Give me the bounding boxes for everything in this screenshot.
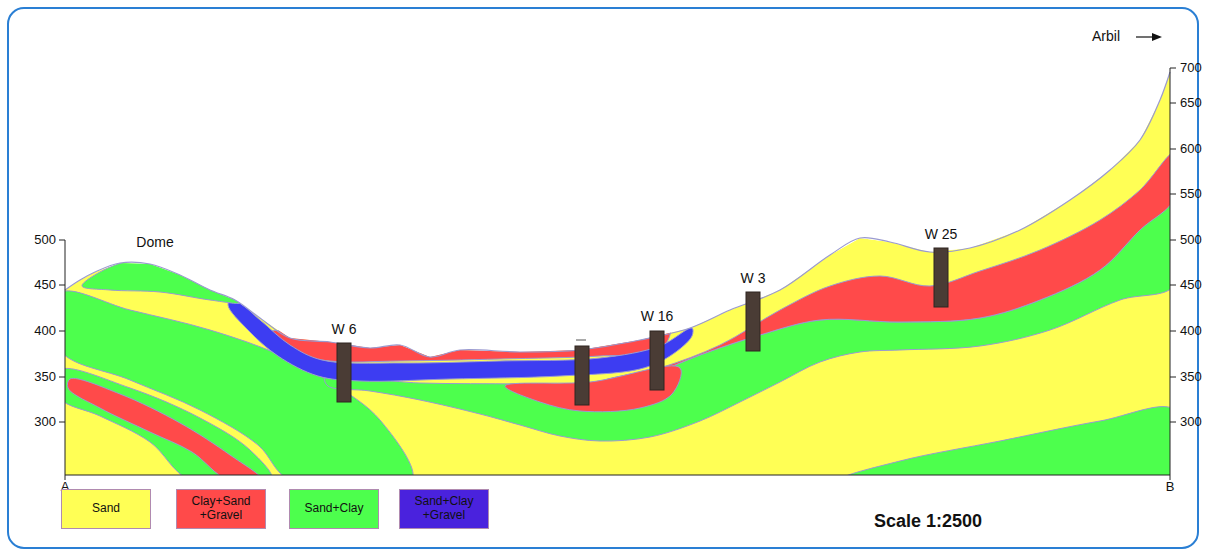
- direction-arrow: [1136, 36, 1154, 37]
- axis-value: 350: [34, 370, 56, 384]
- legend-text: Sand+Clay: [301, 502, 366, 516]
- legend-swatch: Clay+Sand +Gravel: [176, 489, 266, 529]
- axis-value: 300: [34, 415, 56, 429]
- sand-clay-layer: [324, 198, 1183, 441]
- well-label: W 6: [332, 322, 357, 337]
- legend-swatch: Sand+Clay +Gravel: [399, 489, 489, 529]
- legend-text: Sand: [89, 502, 123, 516]
- axis-value: 650: [1180, 96, 1202, 110]
- clay-sand-gravel-layer: [67, 378, 262, 482]
- axis-value: 450: [1180, 278, 1202, 292]
- axis-value: 300: [1180, 415, 1202, 429]
- axis-value: 550: [1180, 187, 1202, 201]
- section-end: B: [1166, 480, 1175, 494]
- legend-swatch: Sand+Clay: [289, 489, 379, 529]
- legend-swatch: Sand: [61, 489, 151, 529]
- well-column: [746, 292, 760, 351]
- scale-note: Scale 1:2500: [874, 512, 982, 532]
- axis-value: 450: [34, 278, 56, 292]
- strata: [53, 72, 1186, 498]
- well-column: [337, 343, 351, 402]
- axis-value: 700: [1180, 61, 1202, 75]
- place-name: Arbil: [1092, 29, 1120, 44]
- sand-clay-layer: [56, 368, 272, 486]
- well-label: W 16: [641, 309, 674, 324]
- direction-arrowhead: [1152, 33, 1162, 41]
- ground-surface: [65, 72, 1170, 357]
- well-column: [575, 346, 589, 405]
- well-mark: [576, 340, 586, 341]
- well-column: [934, 248, 948, 307]
- axes: [59, 68, 1176, 480]
- axis-value: 400: [34, 324, 56, 338]
- legend-text: Sand+Clay +Gravel: [400, 495, 488, 523]
- clay-sand-gravel-layer: [599, 152, 1179, 391]
- legend-text: Clay+Sand +Gravel: [177, 495, 265, 523]
- well-label: W 25: [925, 227, 958, 242]
- axis-value: 500: [34, 233, 56, 247]
- axis-value: 350: [1180, 370, 1202, 384]
- sand-clay-layer: [840, 407, 1185, 499]
- well-label: W 3: [741, 271, 766, 286]
- axis-value: 600: [1180, 142, 1202, 156]
- axis-value: 500: [1180, 233, 1202, 247]
- frame: [8, 8, 1198, 548]
- axis-value: 400: [1180, 324, 1202, 338]
- feature-label: Dome: [136, 235, 173, 250]
- well-column: [650, 331, 664, 390]
